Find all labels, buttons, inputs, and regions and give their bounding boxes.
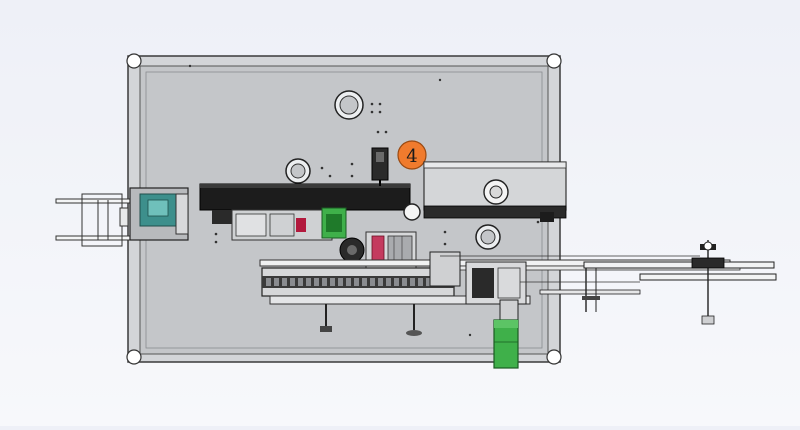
chain-link (330, 278, 335, 286)
guide-lines (440, 255, 700, 283)
drive-motor (493, 319, 519, 369)
vertical-actuator (371, 147, 389, 186)
chain-link (354, 278, 359, 286)
chain-link (266, 278, 271, 286)
outfeed-conveyor (539, 240, 777, 325)
chain-link (314, 278, 319, 286)
chain-link (362, 278, 367, 286)
port-top (334, 90, 364, 120)
chain-link (322, 278, 327, 286)
port-right (475, 224, 501, 250)
callout-label: 4 (406, 146, 417, 167)
chain-link (338, 278, 343, 286)
chain-link (386, 278, 391, 286)
chain-link (306, 278, 311, 286)
middle-frame (231, 207, 347, 241)
drive-wheel (339, 237, 365, 263)
labeler-housing (423, 161, 567, 222)
chain-link (370, 278, 375, 286)
chain-link (274, 278, 279, 286)
port-middle (285, 158, 311, 184)
corner-feet (126, 53, 562, 365)
chain-link (346, 278, 351, 286)
chain-link (290, 278, 295, 286)
chain-link (426, 278, 431, 286)
chain-link (378, 278, 383, 286)
chain-link (410, 278, 415, 286)
adjust-screws (320, 304, 422, 336)
chain-link (298, 278, 303, 286)
transfer-unit (429, 251, 527, 325)
chain-link (402, 278, 407, 286)
chain-link (418, 278, 423, 286)
guide-roller (403, 203, 421, 221)
chain-link (394, 278, 399, 286)
infeed-conveyor (55, 193, 135, 247)
bolt-holes (188, 64, 540, 337)
control-box (129, 187, 189, 241)
chain-link (282, 278, 287, 286)
callout-4: 4 (397, 140, 427, 170)
